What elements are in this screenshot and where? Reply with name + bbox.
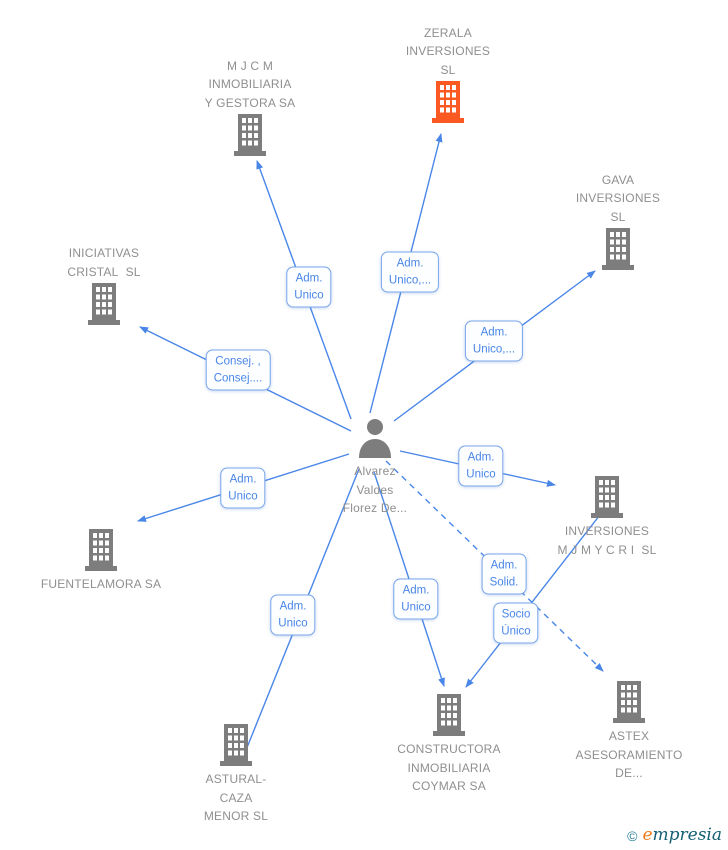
edge-inversiones-to-constructora	[465, 492, 618, 688]
node-label-line: INVERSIONES	[405, 44, 491, 58]
company-label-iniciativas: INICIATIVAS CRISTAL SL	[29, 244, 179, 281]
node-label-line: MENOR SL	[203, 809, 269, 823]
person-icon	[356, 418, 394, 458]
relationship-label-person-fuentelamora[interactable]: Adm. Unico	[220, 467, 266, 509]
node-label-line: SL	[610, 209, 626, 224]
node-label-line: Y GESTORA SA	[204, 95, 296, 110]
relationship-label-line: Unico,...	[388, 274, 432, 286]
company-node-astural[interactable]: ASTURAL- CAZA MENOR SL	[204, 723, 268, 823]
node-label-line: INVERSIONES	[564, 524, 650, 538]
relationship-label-line: Único	[501, 625, 531, 637]
relationship-label-person-mjcm[interactable]: Adm. Unico	[286, 266, 332, 308]
copyright-icon: ©	[627, 827, 638, 844]
company-label-constructora: CONSTRUCTORA INMOBILIARIA COYMAR SA	[374, 740, 524, 796]
company-label-astex: ASTEX ASESORAMIENTO DE...	[554, 727, 704, 783]
brand-first-letter: e	[642, 825, 653, 845]
relationship-label-person-iniciativas[interactable]: Consej. , Consej....	[205, 349, 271, 391]
node-label-line: INICIATIVAS	[68, 246, 140, 260]
company-node-gava[interactable]: GAVA INVERSIONES SL	[576, 173, 660, 273]
company-label-inversiones: INVERSIONES M J M Y C R I SL	[532, 522, 682, 559]
node-label-line: INVERSIONES	[575, 191, 661, 205]
building-icon	[81, 529, 121, 573]
node-label-line: CRISTAL SL	[67, 264, 141, 279]
company-label-mjcm: M J C M INMOBILIARIA Y GESTORA SA	[175, 57, 325, 113]
company-node-inversiones[interactable]: INVERSIONES M J M Y C R I SL	[558, 475, 656, 557]
company-label-gava: GAVA INVERSIONES SL	[543, 171, 693, 227]
building-icon	[429, 694, 469, 738]
node-label-line: CAZA	[219, 790, 253, 805]
brand-rest: mpresia	[652, 825, 723, 845]
node-label-line: ZERALA	[424, 25, 472, 40]
node-label-line: FUENTELAMORA SA	[40, 577, 162, 591]
node-label-line: COYMAR SA	[412, 779, 486, 793]
relationship-label-person-inversiones[interactable]: Adm. Unico	[458, 445, 504, 487]
relationship-label-person-gava[interactable]: Adm. Unico,...	[464, 320, 524, 362]
relationship-label-line: Unico	[294, 289, 324, 301]
relationship-label-line: Adm.	[490, 559, 518, 572]
company-label-fuentelamora: FUENTELAMORA SA	[26, 575, 176, 594]
company-label-astural: ASTURAL- CAZA MENOR SL	[161, 770, 311, 826]
relationship-label-line: Socio	[501, 608, 531, 621]
company-node-astex[interactable]: ASTEX ASESORAMIENTO DE...	[575, 680, 682, 780]
node-label-line: Alvarez	[354, 464, 396, 478]
node-label-line: INMOBILIARIA	[208, 77, 292, 91]
relationship-label-line: Unico,...	[472, 343, 516, 355]
relationship-label-person-constructora[interactable]: Adm. Unico	[393, 578, 439, 620]
relationship-label-line: Adm.	[279, 600, 307, 613]
relationship-label-line: Unico	[401, 601, 431, 613]
relationship-label-line: Adm.	[295, 272, 323, 285]
relationship-label-line: Adm.	[396, 257, 424, 270]
relationship-label-line: Adm.	[229, 473, 257, 486]
node-label-line: ASTEX	[608, 729, 650, 743]
node-label-line: Valdes	[356, 482, 394, 497]
empresia-logo: © empresia	[627, 827, 722, 844]
node-label-line: DE...	[615, 766, 643, 780]
node-label-line: CONSTRUCTORA	[397, 742, 501, 756]
building-icon	[598, 228, 638, 272]
node-label-line: GAVA	[601, 172, 635, 187]
company-node-iniciativas[interactable]: INICIATIVAS CRISTAL SL	[67, 246, 140, 328]
node-label-line: M J C M	[226, 58, 274, 73]
node-label-line: M J M Y C R I SL	[557, 542, 657, 557]
relationship-label-line: Adm.	[480, 326, 508, 339]
relationship-label-line: Adm.	[402, 584, 430, 597]
node-label-line: SL	[440, 62, 456, 77]
relationship-label-line: Consej....	[213, 372, 263, 384]
node-label-line: INMOBILIARIA	[407, 760, 491, 775]
relationship-label-line: Unico	[278, 617, 308, 629]
relationship-label-person-zerala[interactable]: Adm. Unico,...	[380, 251, 440, 293]
node-label-line: ASTURAL-	[205, 772, 267, 786]
company-label-zerala: ZERALA INVERSIONES SL	[373, 24, 523, 80]
relationship-label-line: Unico	[466, 468, 496, 480]
node-label-line: Florez De...	[342, 501, 408, 515]
relationship-label-line: Unico	[228, 490, 258, 502]
company-node-zerala[interactable]: ZERALA INVERSIONES SL	[406, 26, 490, 126]
building-icon	[587, 476, 627, 520]
building-icon	[428, 81, 468, 125]
building-icon	[609, 681, 649, 725]
building-icon	[216, 724, 256, 768]
company-node-fuentelamora[interactable]: FUENTELAMORA SA	[41, 528, 161, 591]
company-node-constructora[interactable]: CONSTRUCTORA INMOBILIARIA COYMAR SA	[397, 693, 501, 793]
building-icon	[230, 114, 270, 158]
company-node-mjcm[interactable]: M J C M INMOBILIARIA Y GESTORA SA	[205, 59, 295, 159]
relationship-label-person-astural[interactable]: Adm. Unico	[270, 594, 316, 636]
building-icon	[84, 283, 124, 327]
brand-name: empresia	[642, 827, 722, 844]
relationship-label-line: Solid.	[489, 576, 519, 588]
relationship-label-line: Adm.	[467, 451, 495, 464]
relationship-label-line: Consej. ,	[215, 355, 261, 368]
relationship-label-person-astex[interactable]: Adm. Solid.	[481, 553, 527, 595]
node-label-line: ASESORAMIENTO	[575, 747, 683, 762]
